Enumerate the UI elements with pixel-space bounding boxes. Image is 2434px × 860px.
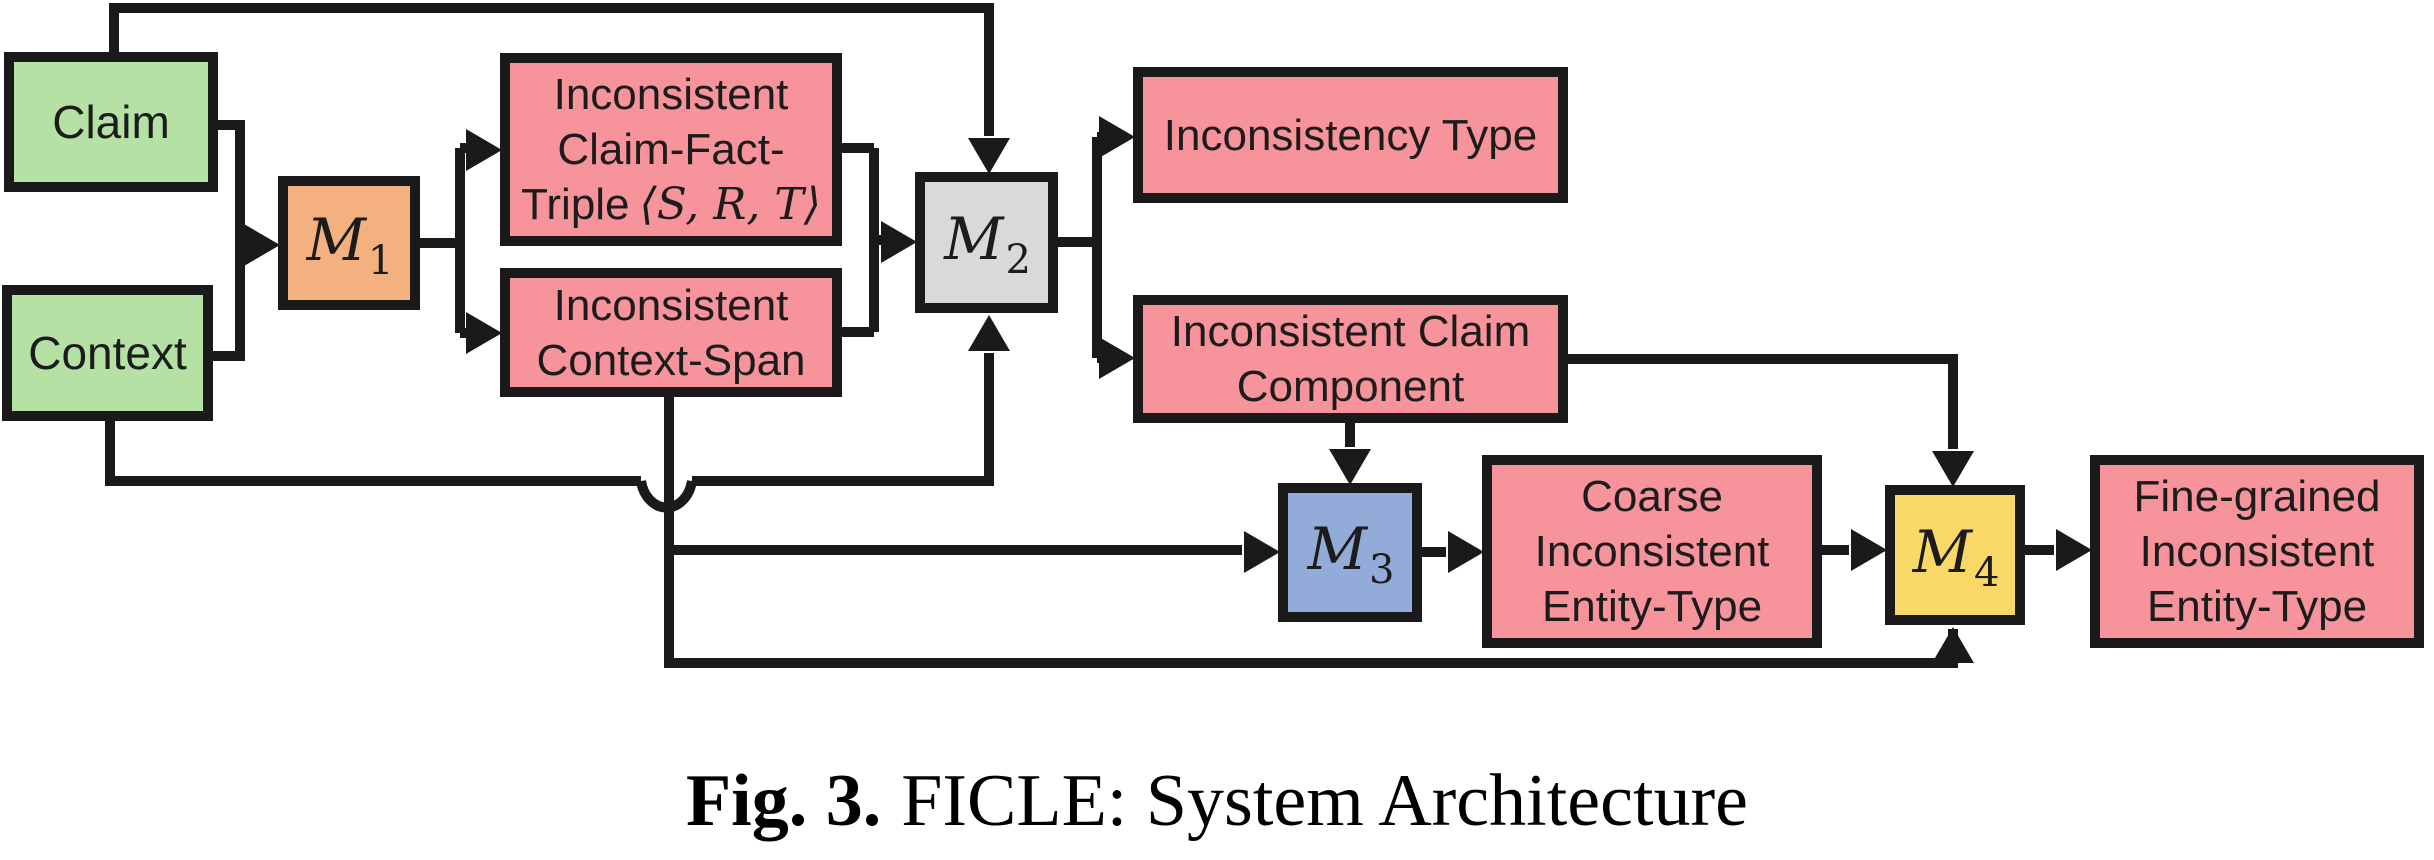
arrowhead-into-m1: [244, 224, 280, 266]
node-inconsistent-claim-fact-triple: Inconsistent Claim-Fact- Triple⟨S, R, T⟩: [500, 53, 842, 246]
node-m2: M2: [915, 172, 1058, 313]
connector-claim-context-to-m1: [213, 120, 248, 361]
node-m2-label: M2: [944, 205, 1031, 283]
arrowhead-into-m3-top: [1329, 449, 1371, 485]
node-context: Context: [2, 285, 213, 421]
arrowhead-into-triple: [466, 129, 502, 171]
figure-caption-label: Fig. 3.: [685, 760, 882, 842]
node-fine-grained-inconsistent-entity-type: Fine-grained Inconsistent Entity-Type: [2090, 455, 2424, 648]
connector-m2-split: [1058, 132, 1102, 363]
arrowhead-into-m2-bottom: [968, 315, 1010, 351]
arrowhead-into-m3-left: [1244, 531, 1280, 573]
node-inconsistency-type-label: Inconsistency Type: [1163, 110, 1538, 160]
arrowhead-into-inconsistency-type: [1099, 116, 1135, 158]
node-m4-label: M4: [1912, 517, 2000, 596]
node-m1-label: M1: [306, 205, 394, 284]
arrowhead-into-m4-left: [1851, 529, 1887, 571]
node-m3-label: M3: [1307, 515, 1395, 593]
arrowhead-into-fine: [2056, 529, 2092, 571]
node-m1: M1: [278, 176, 420, 310]
arrowhead-into-m4-top: [1932, 451, 1974, 487]
arrowhead-into-span: [466, 312, 502, 354]
connector-claimcomp-to-m4-top: [1568, 354, 1958, 449]
connector-claim-top-to-m2: [109, 3, 994, 136]
node-context-label: Context: [28, 326, 187, 379]
node-claim: Claim: [4, 52, 218, 192]
arrowhead-into-claim-component: [1099, 337, 1135, 379]
node-coarse-inconsistent-entity-type: Coarse Inconsistent Entity-Type: [1482, 455, 1822, 648]
node-inconsistent-context-span: Inconsistent Context-Span: [500, 268, 842, 397]
figure-caption-text: FICLE: System Architecture: [901, 760, 1748, 842]
arrowhead-into-m2-top: [968, 138, 1010, 174]
connector-reds-merge-to-m2: [842, 143, 881, 337]
node-inconsistency-type: Inconsistency Type: [1133, 67, 1568, 203]
arrowhead-into-coarse: [1448, 531, 1484, 573]
srt-tuple-math: ⟨S, R, T⟩: [639, 179, 821, 230]
node-m4: M4: [1885, 485, 2025, 625]
connector-m1-split: [420, 143, 466, 338]
arrowhead-into-m2-left: [881, 221, 917, 263]
node-claim-label: Claim: [52, 95, 170, 148]
arrowhead-into-m4-bottom: [1932, 627, 1974, 663]
figure-caption: Fig. 3.FICLE: System Architecture: [0, 756, 2434, 846]
connector-context-to-m2-bottom: [105, 353, 994, 486]
node-m3: M3: [1278, 483, 1422, 622]
node-inconsistent-claim-component: Inconsistent Claim Component: [1133, 295, 1568, 423]
